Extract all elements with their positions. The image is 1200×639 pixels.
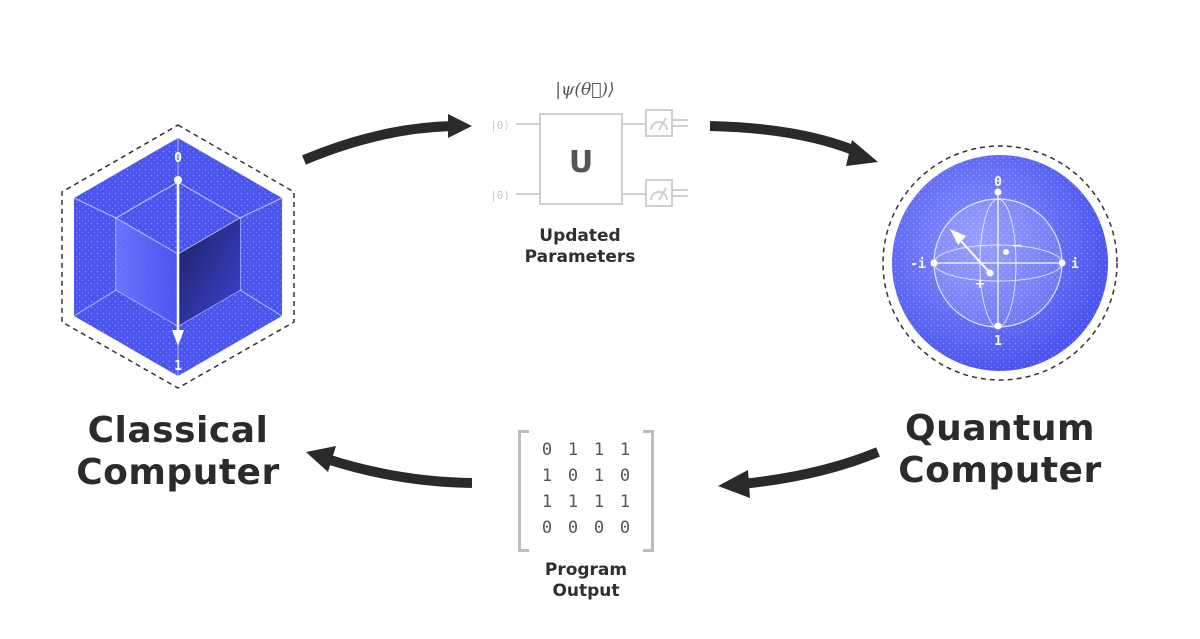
arrow-quantum-to-output (741, 447, 880, 489)
updated-parameters-label: Updated Parameters (515, 226, 645, 268)
updated-parameters-line2: Parameters (524, 247, 636, 267)
ket-zero-bottom: |0⟩ (490, 189, 510, 202)
unitary-gate (539, 113, 623, 205)
measurement-gate-bottom (645, 179, 673, 207)
quantum-label-line1: Quantum (904, 408, 1095, 449)
matrix-cell: 1 (619, 440, 631, 460)
quantum-label-line2: Computer (898, 450, 1102, 491)
classical-cube-icon (61, 124, 295, 389)
quantum-state-0: 0 (994, 175, 1002, 190)
quantum-state-plus: + (975, 277, 986, 292)
circuit-state-title: |ψ(θ⃗)⟩ (555, 80, 615, 100)
matrix-cell: 1 (541, 492, 553, 512)
matrix-cell: 1 (541, 466, 553, 486)
arrow-classical-to-circuit (302, 121, 453, 165)
matrix-cell: 1 (593, 466, 605, 486)
updated-parameters-line1: Updated (539, 226, 621, 246)
arrow-heads (306, 114, 878, 498)
matrix-cell: 0 (593, 518, 605, 538)
program-output-line1: Program (544, 560, 628, 580)
arrow-circuit-to-quantum (709, 121, 860, 157)
matrix-cell: 0 (567, 518, 579, 538)
matrix-cell: 0 (619, 518, 631, 538)
classical-computer-label: Classical Computer (58, 410, 298, 494)
classical-state-0: 0 (174, 151, 182, 166)
matrix-cell: 1 (567, 440, 579, 460)
quantum-computer-label: Quantum Computer (880, 408, 1120, 492)
matrix-cell: 1 (619, 492, 631, 512)
ket-zero-top: |0⟩ (490, 119, 510, 132)
flow-arrows (302, 121, 880, 489)
program-output-label: Program Output (521, 560, 651, 602)
arrow-output-to-classical (328, 455, 473, 488)
matrix-cell: 1 (593, 440, 605, 460)
quantum-state-i: i (1071, 257, 1079, 272)
matrix-cell: 0 (541, 440, 553, 460)
classical-state-1: 1 (174, 359, 182, 374)
quantum-state-1: 1 (994, 334, 1002, 349)
matrix-cell: 1 (593, 492, 605, 512)
classical-label-line2: Computer (76, 452, 280, 493)
measurement-gate-top (645, 109, 673, 137)
quantum-state-minus: − (1011, 238, 1023, 254)
gate-label: U (569, 145, 593, 180)
matrix-cell: 0 (619, 466, 631, 486)
matrix-cell: 0 (541, 518, 553, 538)
matrix-cell: 0 (567, 466, 579, 486)
matrix-right-bracket (643, 430, 654, 552)
bloch-sphere-icon (882, 145, 1118, 381)
matrix-cell: 1 (567, 492, 579, 512)
quantum-state-minus-i: -i (910, 257, 926, 272)
matrix-left-bracket (518, 430, 529, 552)
classical-label-line1: Classical (87, 410, 269, 451)
quantum-circuit-diagram (516, 109, 688, 207)
program-output-line2: Output (552, 581, 620, 601)
